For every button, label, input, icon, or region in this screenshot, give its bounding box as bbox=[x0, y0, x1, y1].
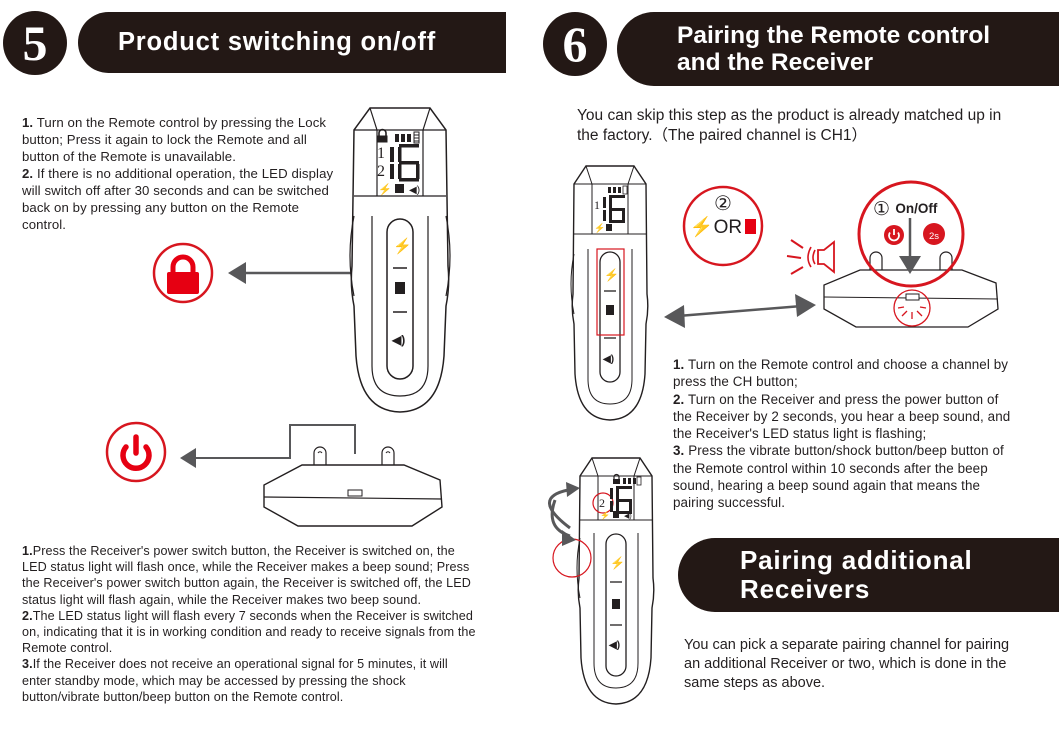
or-text: OR bbox=[713, 217, 743, 238]
shock-button-icon: ⚡ bbox=[393, 237, 412, 255]
instruction-text: Turn on the Remote control and choose a … bbox=[673, 357, 1009, 390]
receiver-illustration bbox=[823, 251, 999, 328]
paragraph: You can pick a separate pairing channel … bbox=[684, 637, 1010, 691]
led-highlight bbox=[893, 289, 931, 327]
instruction-item: 2. If there is no additional operation, … bbox=[22, 165, 337, 233]
power-button-icon bbox=[884, 225, 904, 245]
instruction-item: 3. Press the vibrate button/shock button… bbox=[673, 442, 1013, 511]
lcd-beep-icon: ◀) bbox=[409, 185, 420, 196]
section-6-intro: You can skip this step as the product is… bbox=[577, 106, 1007, 146]
step-1-highlight bbox=[857, 180, 965, 288]
instruction-text: Turn on the Receiver and press the power… bbox=[673, 391, 1011, 442]
beep-sound-icon bbox=[786, 239, 835, 275]
vibrate-button-icon bbox=[612, 599, 620, 609]
instruction-number: 2. bbox=[22, 608, 33, 623]
additional-receivers-text: You can pick a separate pairing channel … bbox=[684, 636, 1014, 693]
additional-receivers-header: Pairing additional Receivers bbox=[678, 538, 1059, 612]
lcd-channel-1: 1 bbox=[594, 198, 600, 212]
instruction-text: If the Receiver does not receive an oper… bbox=[22, 657, 448, 704]
intro-text: You can skip this step as the product is… bbox=[577, 107, 1002, 144]
lcd-channel-2: 2 bbox=[377, 163, 385, 180]
section-number-text: 5 bbox=[22, 15, 48, 71]
step-2-options: ⚡OR bbox=[680, 215, 766, 239]
instruction-item: 2.The LED status light will flash every … bbox=[22, 608, 477, 657]
instruction-text: If there is no additional operation, the… bbox=[22, 166, 334, 232]
lcd-shock-icon: ⚡ bbox=[378, 183, 392, 196]
instruction-number: 3. bbox=[673, 443, 685, 459]
power-icon bbox=[105, 421, 167, 483]
lcd-channel-1: 1 bbox=[377, 145, 385, 162]
svg-text:⚡: ⚡ bbox=[594, 222, 605, 234]
instruction-text: Press the Receiver's power switch button… bbox=[22, 544, 471, 607]
lcd-vibrate-icon bbox=[395, 184, 404, 193]
title-line: Pairing the Remote control bbox=[677, 22, 991, 49]
lcd-level-readout bbox=[390, 144, 420, 182]
on-off-label: On/Off bbox=[895, 201, 938, 216]
vibrate-button-icon bbox=[395, 282, 405, 294]
battery-icon bbox=[413, 131, 420, 144]
vibrate-button-icon bbox=[606, 305, 614, 315]
hold-duration: 2s bbox=[928, 231, 940, 242]
highlight-box bbox=[596, 248, 625, 336]
beep-button-icon: ◀) bbox=[391, 333, 405, 347]
lcd-level-readout bbox=[610, 486, 632, 514]
instruction-text: The LED status light will flash every 7 … bbox=[22, 608, 476, 656]
instruction-text: Press the vibrate button/shock button/be… bbox=[673, 443, 1004, 511]
lcd-channel-2: 2 bbox=[599, 496, 605, 510]
section-5-number: 5 bbox=[3, 11, 67, 75]
section-5-title: Product switching on/off bbox=[118, 28, 437, 56]
arrow-left-icon bbox=[228, 262, 352, 284]
svg-text:◀): ◀) bbox=[624, 513, 632, 520]
shock-button-icon: ⚡ bbox=[604, 268, 619, 282]
instruction-item: 3.If the Receiver does not receive an op… bbox=[22, 656, 477, 705]
beep-button-icon: ◀) bbox=[602, 354, 614, 365]
instruction-item: 2. Turn on the Receiver and press the po… bbox=[673, 391, 1013, 443]
lock-icon bbox=[152, 242, 214, 304]
instruction-number: 2. bbox=[22, 166, 34, 181]
instruction-number: 2. bbox=[673, 391, 685, 407]
shock-button-icon: ⚡ bbox=[610, 556, 625, 570]
instruction-item: 1. Turn on the Remote control and choose… bbox=[673, 356, 1013, 391]
double-arrow-icon bbox=[664, 294, 816, 328]
section-6-header: Pairing the Remote control and the Recei… bbox=[617, 12, 1059, 86]
title-line: Receivers bbox=[740, 574, 871, 604]
title-line: and the Receiver bbox=[677, 49, 874, 76]
instruction-number: 1. bbox=[22, 115, 34, 130]
remote-control-illustration: 1 ⚡ ⚡ ◀) bbox=[570, 165, 649, 421]
section-number-text: 6 bbox=[562, 16, 588, 72]
hold-2s-icon: 2s bbox=[923, 223, 945, 245]
beep-button-icon: ◀) bbox=[608, 640, 620, 651]
remote-control-channel-illustration: 2 ⚡ ◀) ⚡ ◀) bbox=[548, 457, 655, 705]
step-2-badge bbox=[682, 185, 764, 267]
instruction-item: 1.Press the Receiver's power switch butt… bbox=[22, 543, 477, 608]
remote-control-illustration: 1 2 ⚡ ◀) ⚡ ◀) bbox=[349, 107, 451, 413]
instruction-number: 3. bbox=[22, 657, 33, 672]
step-2-label: ② bbox=[714, 193, 732, 215]
receiver-illustration bbox=[263, 446, 443, 527]
instruction-number: 1. bbox=[22, 544, 33, 558]
lcd-level-readout bbox=[603, 195, 625, 223]
section-5-header: Product switching on/off bbox=[78, 12, 506, 73]
section-5-remote-instructions: 1. Turn on the Remote control by pressin… bbox=[22, 114, 337, 233]
instruction-number: 1. bbox=[673, 357, 685, 372]
title-line: Pairing additional bbox=[740, 545, 973, 575]
step-number: ① bbox=[873, 199, 891, 220]
lcd-lock-icon bbox=[377, 128, 388, 143]
step-1-label: ① On/Off bbox=[873, 198, 937, 221]
shock-icon: ⚡ bbox=[689, 217, 714, 238]
instruction-text: Turn on the Remote control by pressing t… bbox=[22, 115, 327, 164]
section-6-instructions: 1. Turn on the Remote control and choose… bbox=[673, 356, 1013, 512]
section-5-receiver-instructions: 1.Press the Receiver's power switch butt… bbox=[22, 543, 477, 705]
signal-bars-icon bbox=[395, 134, 411, 142]
instruction-item: 1. Turn on the Remote control by pressin… bbox=[22, 114, 337, 165]
svg-text:⚡: ⚡ bbox=[600, 510, 610, 520]
section-6-number: 6 bbox=[543, 12, 607, 76]
vibrate-icon bbox=[745, 219, 757, 234]
arrow-left-icon bbox=[180, 424, 356, 468]
additional-receivers-title: Pairing additional Receivers bbox=[740, 546, 973, 604]
section-6-title: Pairing the Remote control and the Recei… bbox=[677, 22, 990, 76]
